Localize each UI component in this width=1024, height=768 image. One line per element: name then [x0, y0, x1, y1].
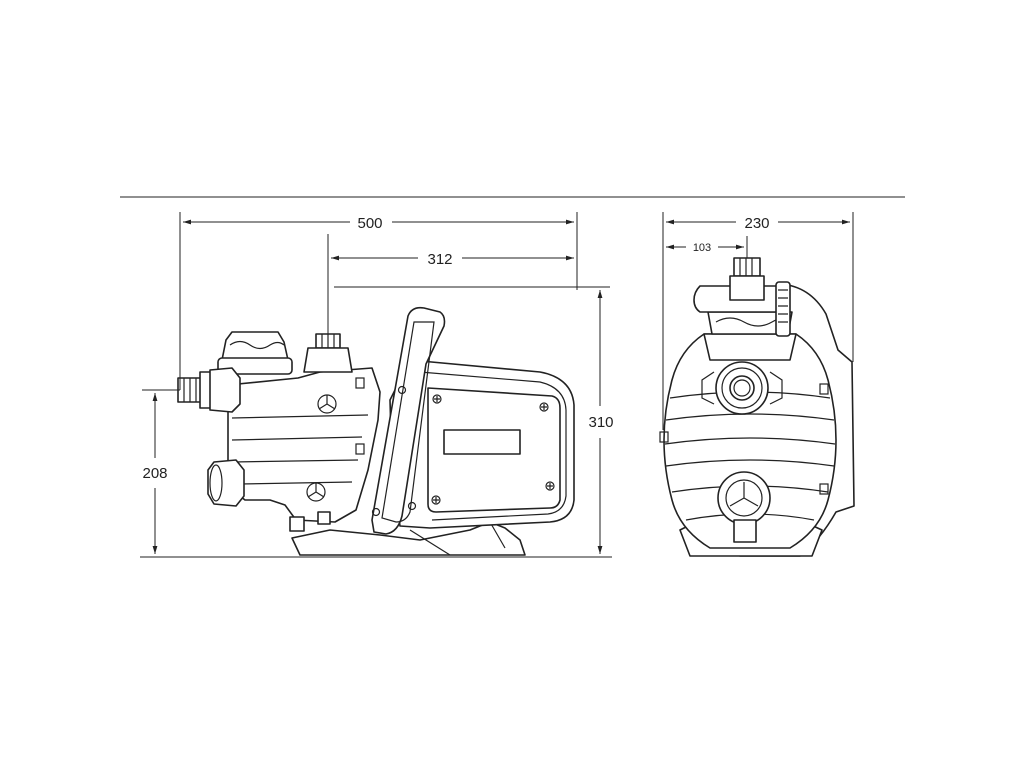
dimension-overall-height: 310	[334, 286, 614, 554]
dimension-label-230: 230	[744, 215, 769, 232]
dimension-label-208: 208	[142, 465, 167, 482]
dimension-label-103: 103	[693, 242, 711, 254]
dimension-label-312: 312	[427, 251, 452, 268]
dimension-label-310: 310	[588, 414, 613, 431]
dimension-outlet-offset: 312	[327, 234, 574, 334]
dimension-overall-width: 230	[662, 212, 854, 430]
dimension-overall-length: 500	[179, 212, 578, 390]
dimension-inlet-height: 208	[142, 389, 180, 554]
side-view	[140, 306, 612, 558]
dimension-label-500: 500	[357, 215, 382, 232]
dimension-outlet-width-offset: 103	[666, 236, 748, 258]
front-view	[659, 257, 855, 557]
